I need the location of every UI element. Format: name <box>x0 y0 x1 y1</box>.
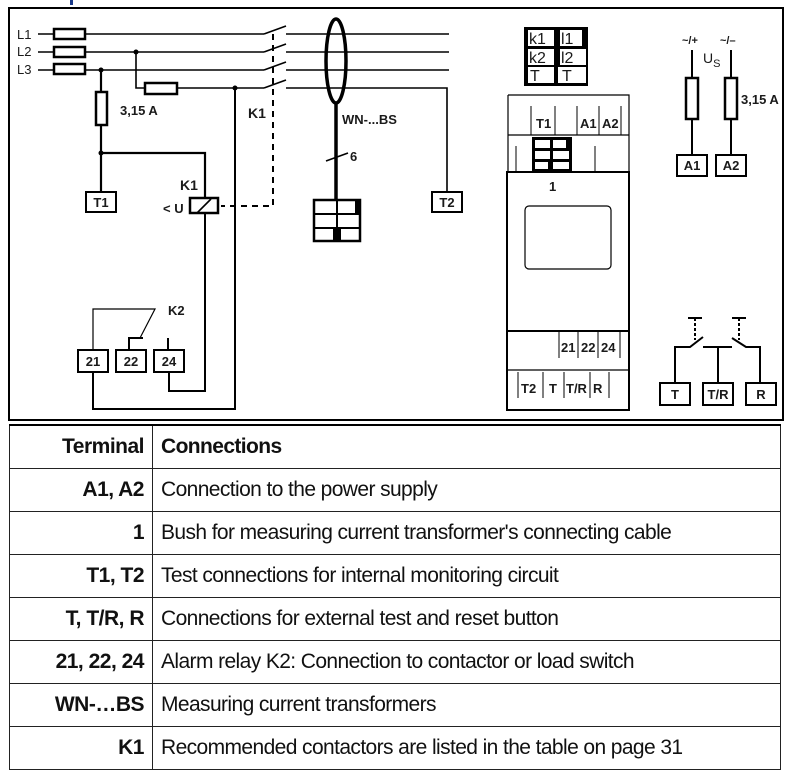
header-connections: Connections <box>152 424 781 469</box>
terminal-21: 21 <box>86 354 100 369</box>
terminal-t2-box <box>431 191 463 213</box>
row-terminal: A1, A2 <box>9 468 153 512</box>
terminal-24: 24 <box>162 354 177 369</box>
alarm-relay-label: K2 <box>168 303 185 318</box>
device-terminal-22: 22 <box>581 340 595 355</box>
mechanical-link <box>221 34 274 207</box>
terminal-a1: A1 <box>684 158 701 173</box>
table-row: WN-…BS Measuring current transformers <box>9 683 781 727</box>
t1-fuse <box>94 90 109 127</box>
row-description: Measuring current transformers <box>152 683 781 727</box>
supply-voltage-label: US <box>703 50 720 70</box>
row-description: Connections for external test and reset … <box>152 597 781 641</box>
table-row: 1 Bush for measuring current transformer… <box>9 511 781 555</box>
device-terminal-24: 24 <box>601 340 616 355</box>
row-description: Bush for measuring current transformer's… <box>152 511 781 555</box>
terminal-tr-box <box>702 382 734 406</box>
device-terminal-t2: T2 <box>521 381 536 396</box>
device-housing <box>506 94 630 411</box>
device-bush-label: 1 <box>549 179 556 194</box>
device-terminal-21: 21 <box>561 340 575 355</box>
main-fuses <box>52 27 87 76</box>
legend-l2: l2 <box>561 50 574 67</box>
legend-k1: k1 <box>529 31 546 48</box>
row-terminal: 1 <box>9 511 153 555</box>
transformer-label: WN-...BS <box>342 112 397 127</box>
legend-t-right: T <box>562 68 572 85</box>
table-header-row: Terminal Connections <box>9 424 781 469</box>
terminal-a2-box <box>715 154 747 177</box>
row-description: Connection to the power supply <box>152 468 781 512</box>
device-terminal-tr: T/R <box>566 381 588 396</box>
row-description: Test connections for internal monitoring… <box>152 554 781 598</box>
conductor-count: 6 <box>350 149 357 164</box>
terminal-legend-grid <box>524 27 588 86</box>
terminal-22: 22 <box>124 354 138 369</box>
k1-return-wire <box>92 88 236 410</box>
device-terminal-a1: A1 <box>580 116 597 131</box>
phase-label-l3: L3 <box>17 62 31 77</box>
terminal-a1-box <box>676 154 708 177</box>
table-row: T, T/R, R Connections for external test … <box>9 597 781 641</box>
row-terminal: 21, 22, 24 <box>9 640 153 684</box>
connections-table: Terminal Connections A1, A2 Connection t… <box>9 424 781 770</box>
test-reset-buttons <box>674 317 761 383</box>
legend-k2: k2 <box>529 50 546 67</box>
header-fragment <box>70 0 73 5</box>
coil-to-24-wire <box>168 213 206 392</box>
wiring-diagram: L1 L2 L3 3,15 A <box>8 0 784 421</box>
legend-t-left: T <box>530 68 540 85</box>
device-terminal-t1: T1 <box>536 116 551 131</box>
terminal-t-box <box>659 382 691 406</box>
fuse-rating-left: 3,15 A <box>120 103 158 118</box>
terminal-r: R <box>756 387 766 402</box>
supply-plus-label: ~/+ <box>682 35 698 47</box>
row-description: Alarm relay K2: Connection to contactor … <box>152 640 781 684</box>
connector-plug-icon <box>312 198 362 243</box>
terminal-a2: A2 <box>723 158 740 173</box>
table-row: T1, T2 Test connections for internal mon… <box>9 554 781 598</box>
row-terminal: K1 <box>9 726 153 770</box>
row-description: Recommended contactors are listed in the… <box>152 726 781 770</box>
phase-label-l1: L1 <box>17 27 31 42</box>
terminal-t1-box <box>85 191 117 213</box>
device-terminal-t: T <box>549 381 557 396</box>
contactor-label: K1 <box>248 105 266 121</box>
device-terminal-a2: A2 <box>602 116 619 131</box>
row-terminal: T, T/R, R <box>9 597 153 641</box>
legend-l1: l1 <box>561 31 574 48</box>
diagram-frame <box>8 7 784 421</box>
supply-fuse-plus <box>684 76 700 121</box>
terminal-t: T <box>671 387 679 402</box>
table-row: K1 Recommended contactors are listed in … <box>9 726 781 770</box>
relay-terminals <box>77 349 185 373</box>
terminal-t1: T1 <box>93 195 108 210</box>
phase-label-l2: L2 <box>17 44 31 59</box>
terminal-tr: T/R <box>708 387 730 402</box>
fuse-rating-right: 3,15 A <box>741 92 779 107</box>
device-terminal-r: R <box>593 381 603 396</box>
supply-fuse-minus <box>723 76 739 121</box>
t1-branch <box>99 70 207 198</box>
current-transformer <box>324 17 348 105</box>
undervoltage-label: < U <box>163 201 184 216</box>
header-terminal: Terminal <box>9 424 153 469</box>
table-row: A1, A2 Connection to the power supply <box>9 468 781 512</box>
supply-minus-label: ~/– <box>720 35 736 47</box>
table-row: 21, 22, 24 Alarm relay K2: Connection to… <box>9 640 781 684</box>
terminal-r-box <box>745 382 777 406</box>
row-terminal: T1, T2 <box>9 554 153 598</box>
device-bush-icon <box>532 137 572 171</box>
control-fuse <box>143 81 179 96</box>
coil-label: K1 <box>180 177 198 193</box>
row-terminal: WN-…BS <box>9 683 153 727</box>
terminal-t2: T2 <box>439 195 454 210</box>
